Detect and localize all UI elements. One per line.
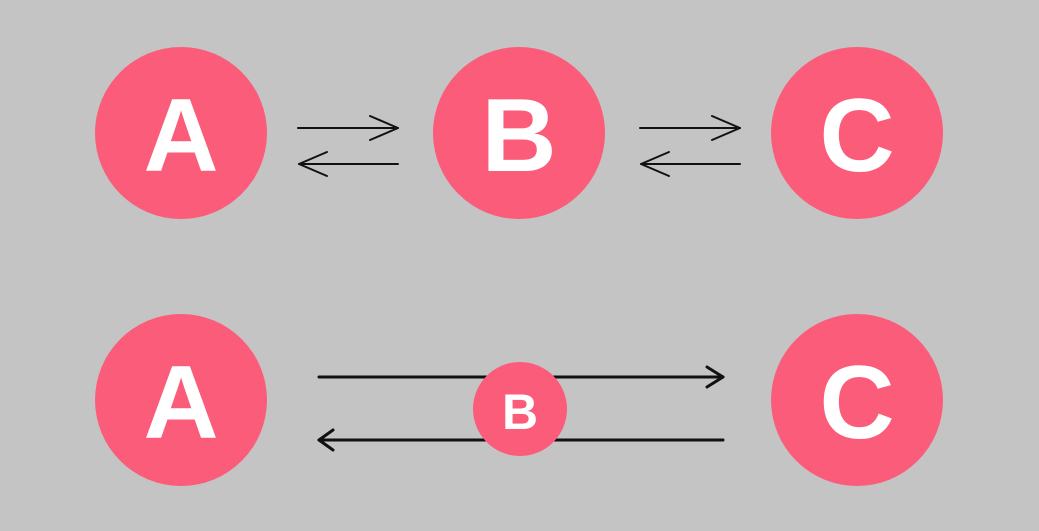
top-node-b-label: B: [481, 78, 557, 194]
bottom-node-b: B: [473, 362, 567, 456]
top-node-c: C: [771, 47, 943, 219]
top-node-a: A: [95, 47, 267, 219]
bottom-node-a-label: A: [143, 345, 219, 461]
bottom-node-c-label: C: [819, 345, 895, 461]
top-node-b: B: [433, 47, 605, 219]
bottom-node-c: C: [771, 314, 943, 486]
bottom-node-b-label: B: [501, 384, 539, 440]
top-arrow-a-to-b: [297, 115, 399, 141]
top-node-c-label: C: [819, 78, 895, 194]
top-arrow-b-to-a: [298, 151, 399, 177]
top-arrow-b-to-c: [639, 115, 741, 141]
top-node-a-label: A: [143, 78, 219, 194]
top-arrow-c-to-b: [640, 151, 741, 177]
bottom-node-a: A: [95, 314, 267, 486]
